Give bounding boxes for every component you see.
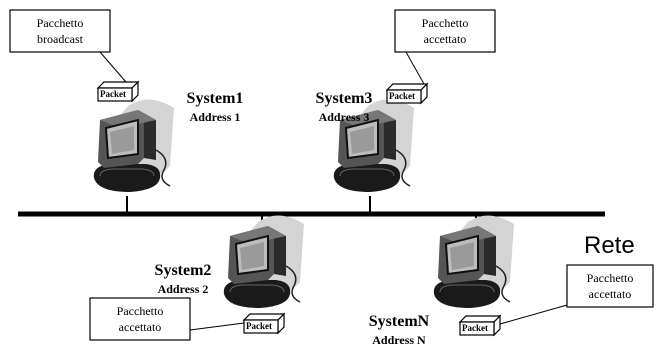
callout-line1: Pacchetto <box>586 271 634 285</box>
callout-text-accepted-system2: Pacchetto accettato <box>90 303 190 335</box>
callout-text-accepted-systemn: Pacchetto accettato <box>567 270 653 302</box>
computer-icon-system1 <box>92 98 175 193</box>
system-address-system3: Address 3 <box>318 110 370 124</box>
system-name-system1: System1 <box>186 90 244 107</box>
packet-label-system2: Packet <box>246 321 272 331</box>
callout-text-broadcast: Pacchetto broadcast <box>10 15 110 47</box>
callout-line2: accettato <box>588 287 632 301</box>
packet-label-system3: Packet <box>389 91 415 101</box>
callout-box-accepted-system3 <box>394 9 496 53</box>
system-name-system2: System2 <box>154 262 212 279</box>
callout-line2: accettato <box>423 32 467 46</box>
computer-icon-system2 <box>222 214 305 309</box>
callout-box-broadcast <box>9 9 111 53</box>
callout-line1: Pacchetto <box>36 16 84 30</box>
callout-line2: accettato <box>118 320 162 334</box>
callout-line1: Pacchetto <box>421 16 469 30</box>
callout-line1: Pacchetto <box>116 304 164 318</box>
callout-text-accepted-system3: Pacchetto accettato <box>395 15 495 47</box>
system-address-system2: Address 2 <box>157 282 209 296</box>
callout-box-accepted-systemn <box>566 264 654 308</box>
system-name-systemn: SystemN <box>368 313 430 330</box>
computer-icon-systemn <box>432 214 515 309</box>
network-label: Rete <box>584 232 635 259</box>
system-name-system3: System3 <box>315 90 373 107</box>
packet-label-system1: Packet <box>100 89 126 99</box>
packet-label-systemn: Packet <box>462 323 488 333</box>
callout-line2: broadcast <box>37 32 83 46</box>
system-address-system1: Address 1 <box>189 110 241 124</box>
callout-box-accepted-system2 <box>89 297 191 341</box>
system-address-systemn: Address N <box>372 333 426 347</box>
